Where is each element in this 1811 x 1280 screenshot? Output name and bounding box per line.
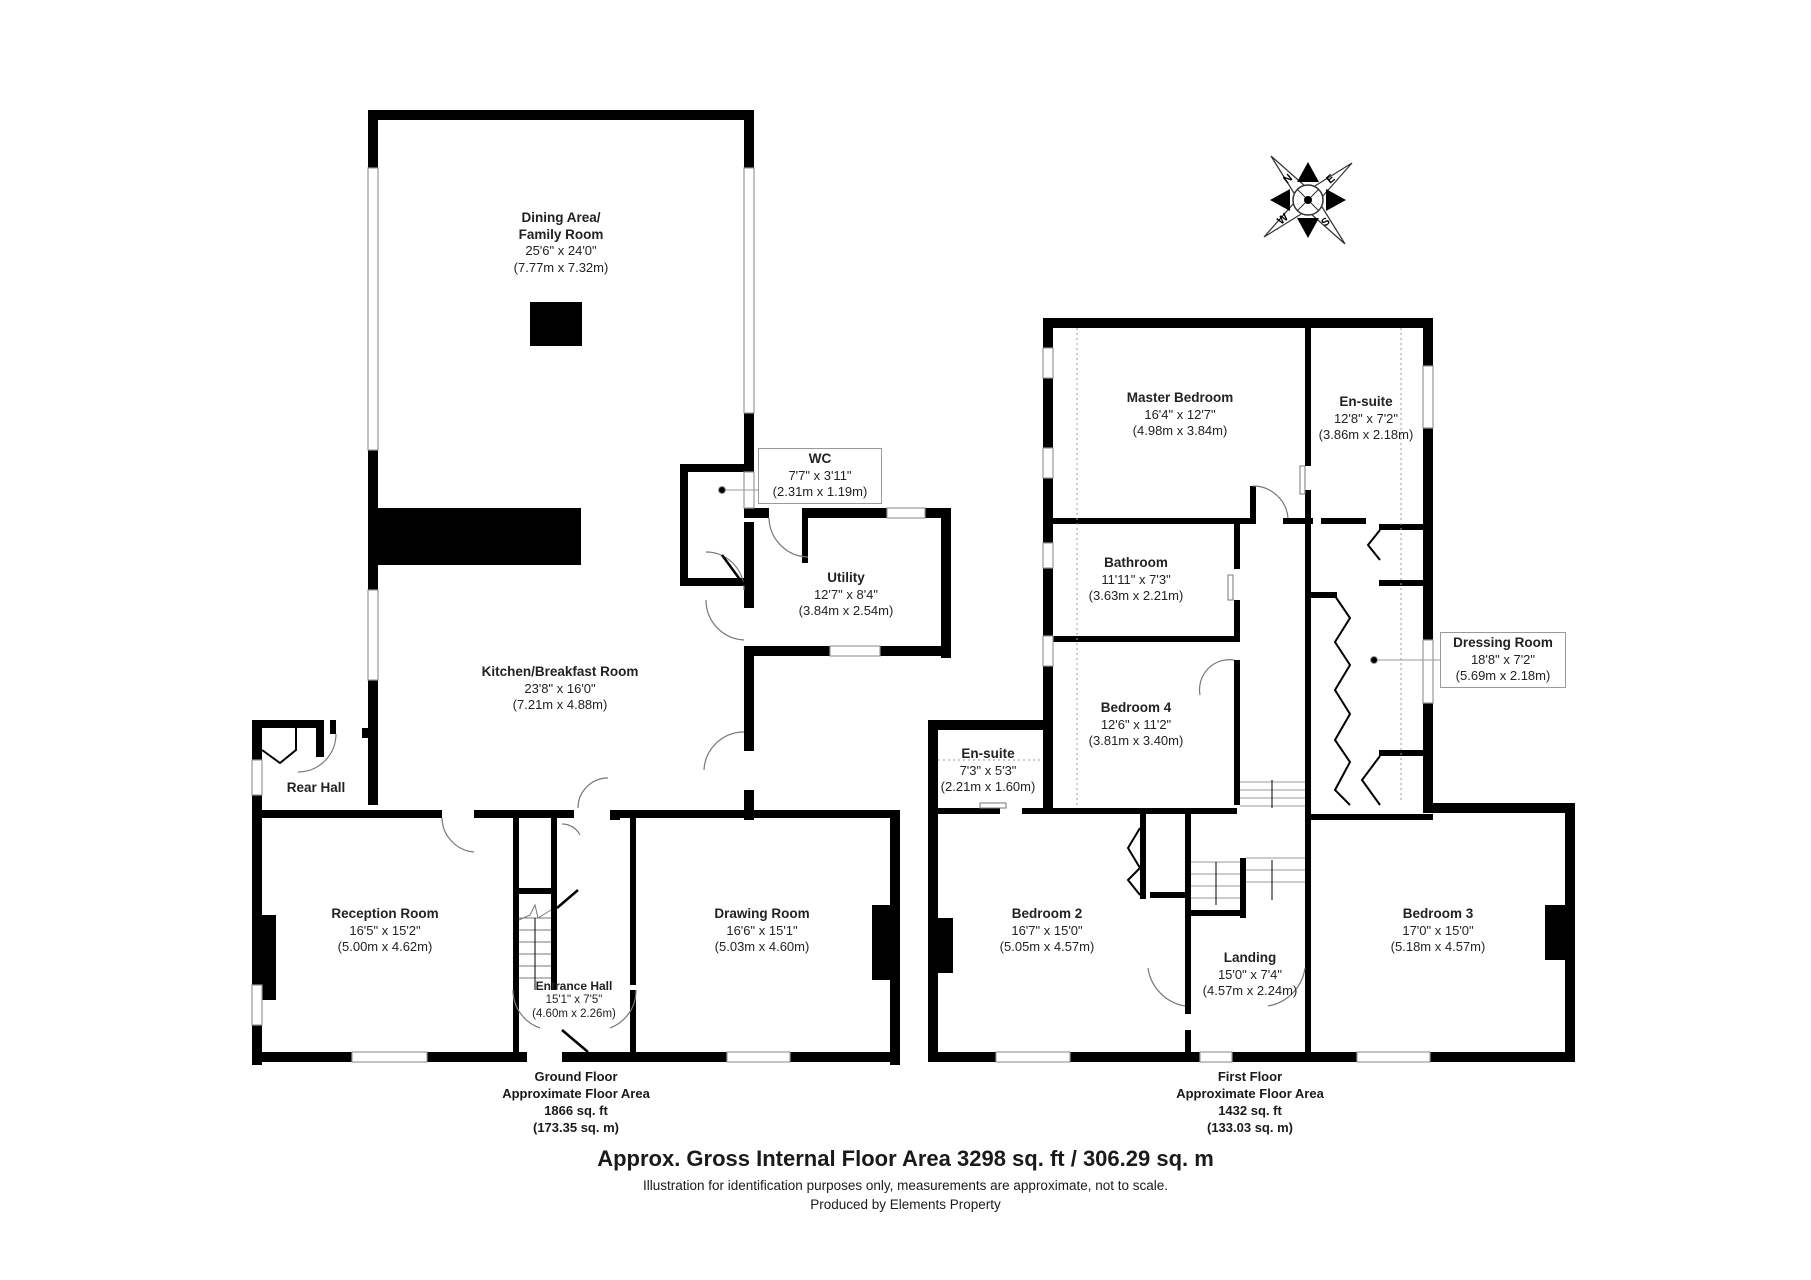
room-metric: (5.18m x 4.57m) [1390, 939, 1486, 954]
room-name: Utility [827, 570, 865, 585]
room-label-entrance-hall: Entrance Hall 15'1" x 7'5" (4.60m x 2.26… [532, 979, 616, 1021]
room-metric: (7.77m x 7.32m) [513, 259, 609, 275]
room-name: WC [808, 451, 832, 466]
room-imperial: 15'1" x 7'5" [545, 994, 603, 1006]
room-name: Bathroom [1104, 555, 1168, 570]
room-imperial: 15'0" x 7'4" [1217, 966, 1283, 982]
room-label-bedroom-2: Bedroom 2 16'7" x 15'0" (5.05m x 4.57m) [1000, 906, 1095, 956]
room-metric: (3.86m x 2.18m) [1318, 427, 1414, 442]
ground-floor-stairs [518, 903, 552, 990]
room-name: Drawing Room [714, 906, 810, 921]
room-name: En-suite [1339, 394, 1393, 409]
ground-floor-walls [252, 110, 951, 1065]
room-imperial: 12'7" x 8'4" [813, 586, 879, 602]
room-metric: (4.60m x 2.26m) [532, 1008, 616, 1020]
room-imperial: 11'11" x 7'3" [1101, 571, 1171, 587]
room-imperial: 25'6" x 24'0" [525, 243, 597, 258]
floor-area-sqft: 1432 sq. ft [1218, 1103, 1282, 1118]
room-imperial: 18'8" x 7'2" [1470, 651, 1536, 667]
floor-area-sqm: (133.03 sq. m) [1206, 1120, 1293, 1135]
room-imperial: 17'0" x 15'0" [1402, 922, 1474, 938]
room-imperial: 23'8" x 16'0" [524, 680, 596, 696]
room-name: Rear Hall [286, 780, 346, 795]
room-name: Landing [1223, 950, 1277, 965]
first-floor-stairs [1191, 780, 1305, 905]
room-metric: (5.00m x 4.62m) [337, 939, 433, 954]
wc-pointer [718, 486, 758, 494]
room-metric: (3.81m x 3.40m) [1088, 733, 1184, 748]
room-label-master-bedroom: Master Bedroom 16'4" x 12'7" (4.98m x 3.… [1127, 390, 1234, 440]
first-floor-doors [1147, 485, 1306, 1007]
room-metric: (7.21m x 4.88m) [512, 697, 608, 712]
room-metric: (5.05m x 4.57m) [999, 939, 1095, 954]
room-label-landing: Landing 15'0" x 7'4" (4.57m x 2.24m) [1203, 950, 1298, 1000]
ground-floor-summary: Ground Floor Approximate Floor Area 1866… [502, 1068, 650, 1136]
ground-floor-door-leaves [556, 554, 746, 1053]
room-name: Entrance Hall [535, 979, 613, 993]
eaves-lines [938, 328, 1402, 808]
producer-credit: Produced by Elements Property [810, 1197, 1001, 1212]
room-metric: (3.63m x 2.21m) [1088, 588, 1184, 603]
room-imperial: 16'6" x 15'1" [726, 922, 798, 938]
room-metric: (5.69m x 2.18m) [1455, 668, 1551, 683]
ground-floor-doors [297, 517, 809, 1029]
room-name: Dressing Room [1453, 635, 1553, 650]
room-imperial: 16'5" x 15'2" [349, 922, 421, 938]
room-label-drawing: Drawing Room 16'6" x 15'1" (5.03m x 4.60… [714, 906, 809, 956]
compass-rose-icon: N E S W [1263, 155, 1353, 245]
room-name: Bedroom 3 [1402, 906, 1474, 921]
ground-floor-windows [251, 167, 926, 1063]
room-imperial: 16'7" x 15'0" [1011, 922, 1083, 938]
room-metric: (3.84m x 2.54m) [798, 603, 894, 618]
first-floor-sliding-doors [979, 465, 1306, 809]
room-imperial: 7'3" x 5'3" [959, 762, 1017, 778]
room-metric: (4.98m x 3.84m) [1132, 423, 1228, 438]
room-label-dining-area: Dining Area/ Family Room 25'6" x 24'0" (… [514, 210, 609, 276]
room-label-utility: Utility 12'7" x 8'4" (3.84m x 2.54m) [799, 570, 894, 620]
room-name: En-suite [961, 746, 1015, 761]
floor-subtitle: Approximate Floor Area [502, 1086, 650, 1101]
floor-title: First Floor [1217, 1069, 1283, 1084]
room-metric: (5.03m x 4.60m) [714, 939, 810, 954]
rear-hall-cupboard [261, 728, 297, 765]
room-name: Bedroom 2 [1011, 906, 1083, 921]
room-label-reception: Reception Room 16'5" x 15'2" (5.00m x 4.… [331, 906, 438, 956]
floor-title: Ground Floor [534, 1069, 618, 1084]
room-imperial: 7'7" x 3'11" [788, 467, 852, 483]
room-name: Master Bedroom [1126, 390, 1234, 405]
first-floor-summary: First Floor Approximate Floor Area 1432 … [1176, 1068, 1324, 1136]
room-label-master-ensuite: En-suite 12'8" x 7'2" (3.86m x 2.18m) [1319, 394, 1414, 444]
first-floor-windows [995, 347, 1434, 1063]
room-name-line2: Family Room [518, 226, 604, 242]
room-metric: (2.31m x 1.19m) [772, 484, 868, 499]
wardrobe-doors [1126, 529, 1381, 896]
room-name: Kitchen/Breakfast Room [481, 664, 639, 679]
room-name: Reception Room [331, 906, 439, 921]
room-imperial: 12'6" x 11'2" [1100, 716, 1172, 732]
gross-internal-area: Approx. Gross Internal Floor Area 3298 s… [597, 1146, 1214, 1171]
room-label-kitchen: Kitchen/Breakfast Room 23'8" x 16'0" (7.… [482, 664, 639, 714]
dressing-room-pointer [1370, 656, 1440, 664]
room-label-dressing-room: Dressing Room 18'8" x 7'2" (5.69m x 2.18… [1440, 632, 1566, 688]
room-label-bathroom: Bathroom 11'11" x 7'3" (3.63m x 2.21m) [1089, 555, 1184, 605]
disclaimer: Illustration for identification purposes… [642, 1178, 1169, 1193]
floor-subtitle: Approximate Floor Area [1176, 1086, 1324, 1101]
room-name: Bedroom 4 [1100, 700, 1172, 715]
room-label-bedroom-3: Bedroom 3 17'0" x 15'0" (5.18m x 4.57m) [1391, 906, 1486, 956]
floor-area-sqm: (173.35 sq. m) [532, 1120, 619, 1135]
room-metric: (4.57m x 2.24m) [1202, 983, 1298, 998]
room-name: Dining Area/ [521, 210, 601, 225]
room-label-bedroom-4: Bedroom 4 12'6" x 11'2" (3.81m x 3.40m) [1089, 700, 1184, 750]
first-floor-walls [928, 318, 1575, 1062]
room-imperial: 16'4" x 12'7" [1144, 406, 1216, 422]
room-imperial: 12'8" x 7'2" [1333, 410, 1399, 426]
room-label-ensuite-2: En-suite 7'3" x 5'3" (2.21m x 1.60m) [941, 746, 1036, 796]
room-metric: (2.21m x 1.60m) [940, 779, 1036, 794]
floor-area-sqft: 1866 sq. ft [544, 1103, 608, 1118]
room-label-rear-hall: Rear Hall [287, 780, 346, 797]
room-label-wc: WC 7'7" x 3'11" (2.31m x 1.19m) [758, 448, 882, 504]
